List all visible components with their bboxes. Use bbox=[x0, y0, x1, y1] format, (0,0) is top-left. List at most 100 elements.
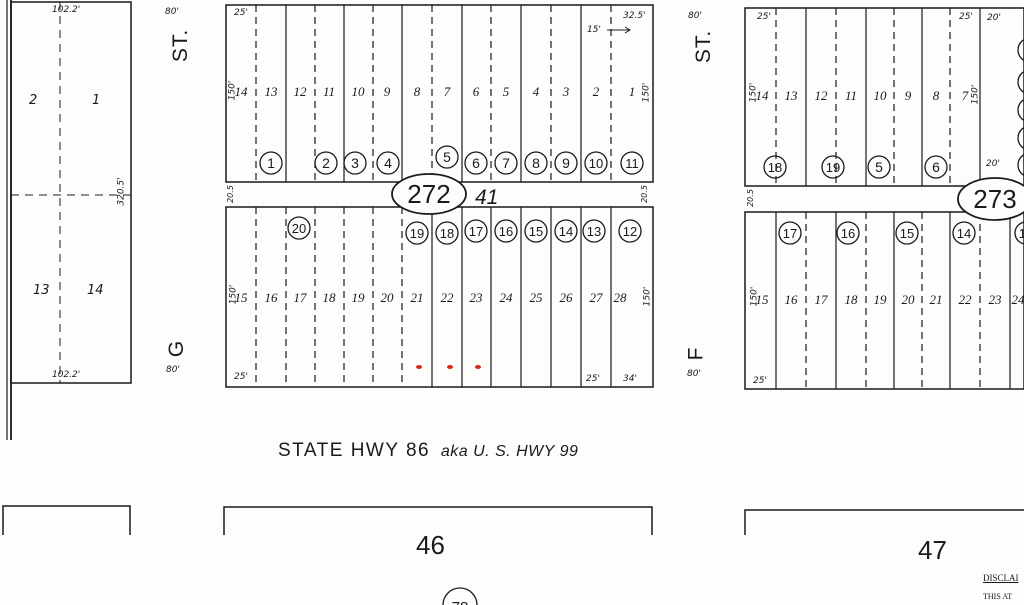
parcel-number: 14 bbox=[559, 224, 573, 239]
parcel-number: 4 bbox=[384, 155, 392, 171]
b273-dim-150-tl: 150' bbox=[748, 82, 759, 103]
parcel-number-circle bbox=[778, 221, 802, 245]
b272-dim-25-bottom: 25' bbox=[234, 372, 248, 382]
b272-dim-150-tr: 150' bbox=[641, 82, 652, 103]
block273-bottom-outline bbox=[744, 211, 1024, 390]
b273-dim-150-tr: 150' bbox=[970, 84, 981, 105]
parcel-number: 9 bbox=[562, 155, 570, 171]
lot-number: 24 bbox=[1012, 292, 1024, 307]
lot-number: 11 bbox=[323, 84, 335, 99]
lot-number: 19 bbox=[352, 290, 366, 305]
g-street-name: G bbox=[165, 339, 189, 358]
parcel-number-circle bbox=[524, 219, 548, 243]
parcel-number-circle bbox=[924, 155, 948, 179]
parcel-number-circle bbox=[821, 155, 845, 179]
parcel-number-circle bbox=[464, 151, 488, 175]
parcel-number-circle bbox=[763, 155, 787, 179]
page-oval-273 bbox=[957, 177, 1024, 221]
parcel-number: 1 bbox=[267, 155, 275, 171]
parcel-number: 20 bbox=[292, 221, 306, 236]
parcel-number: 18 bbox=[440, 226, 454, 241]
parcel-number: 6 bbox=[472, 155, 480, 171]
parcel-number-circle bbox=[554, 219, 578, 243]
lot-number: 7 bbox=[444, 84, 451, 99]
b272-dim-150-bl: 150' bbox=[228, 284, 239, 305]
lot-number: 8 bbox=[414, 84, 421, 99]
parcel-number: 19 bbox=[826, 160, 840, 175]
b273-dim-25a: 25' bbox=[757, 12, 771, 22]
parcel-number: 14 bbox=[957, 226, 971, 241]
lot-number: 10 bbox=[352, 84, 366, 99]
parcel-number-circle bbox=[435, 221, 459, 245]
g-street-width-bottom: 80' bbox=[166, 365, 180, 375]
left-lot-1: 1 bbox=[92, 93, 101, 108]
parcel-number-circle bbox=[494, 219, 518, 243]
block46-outline bbox=[2, 505, 131, 535]
b272-dim-150-br: 150' bbox=[642, 286, 653, 307]
parcel-circle-partial bbox=[1017, 153, 1024, 177]
parcel-number: 2 bbox=[322, 155, 330, 171]
left-lot-13: 13 bbox=[33, 283, 50, 298]
parcel-number: 15 bbox=[529, 224, 543, 239]
lot-number: 15 bbox=[235, 290, 249, 305]
lot-number: 14 bbox=[235, 84, 249, 99]
b273-dim-25-bottom: 25' bbox=[753, 376, 767, 386]
parcel-number-circle bbox=[584, 151, 608, 175]
highway-aka: aka U. S. HWY 99 bbox=[440, 443, 579, 460]
parcel-number-circle bbox=[343, 151, 367, 175]
lot-number: 8 bbox=[933, 88, 940, 103]
parcel-number: 5 bbox=[443, 149, 451, 165]
lot-number: 12 bbox=[294, 84, 308, 99]
disclaimer-line-2: THIS AT bbox=[983, 592, 1013, 601]
lot-number: 24 bbox=[500, 290, 514, 305]
lot-number: 26 bbox=[560, 290, 574, 305]
parcel-number-circle bbox=[620, 151, 644, 175]
parcel-number: 16 bbox=[499, 224, 513, 239]
lot-number: 17 bbox=[294, 290, 308, 305]
lot-number: 13 bbox=[785, 88, 799, 103]
b272-dim-25-br: 25' bbox=[586, 374, 600, 384]
disclaimer-line-1: DISCLAI bbox=[983, 573, 1019, 583]
b273-dim-25b: 25' bbox=[959, 12, 973, 22]
lot-number: 19 bbox=[874, 292, 888, 307]
lot-number: 17 bbox=[815, 292, 829, 307]
page-oval-272 bbox=[391, 173, 467, 215]
parcel-number: 7 bbox=[502, 155, 510, 171]
parcel-number: 8 bbox=[532, 155, 540, 171]
lot-number: 5 bbox=[503, 84, 510, 99]
red-mark bbox=[416, 365, 422, 369]
lot-number: 13 bbox=[265, 84, 279, 99]
parcel-number: 19 bbox=[410, 226, 424, 241]
g-street-st-label: ST. bbox=[169, 28, 193, 63]
parcel-number-circle bbox=[464, 219, 488, 243]
lot-number: 15 bbox=[756, 292, 770, 307]
parcel-number: 16 bbox=[841, 226, 855, 241]
red-mark bbox=[475, 365, 481, 369]
lot-number: 6 bbox=[473, 84, 480, 99]
b273-dim-20b: 20' bbox=[986, 159, 1000, 169]
left-dim-bottom: 102.2' bbox=[52, 370, 81, 380]
lot-number: 22 bbox=[441, 290, 455, 305]
b272-dim-34: 34' bbox=[623, 374, 637, 384]
lot-number: 3 bbox=[562, 84, 570, 99]
b272-dim-25-top: 25' bbox=[234, 8, 248, 18]
b273-dim-20a: 20' bbox=[987, 13, 1001, 23]
f-street-width-top: 80' bbox=[688, 11, 702, 21]
lot-number: 22 bbox=[959, 292, 973, 307]
block-number-46: 46 bbox=[416, 530, 445, 560]
lot-number: 23 bbox=[470, 290, 484, 305]
lot-number: 27 bbox=[590, 290, 604, 305]
parcel-number-circle bbox=[314, 151, 338, 175]
parcel-number-circle bbox=[494, 151, 518, 175]
parcel-circle-partial bbox=[1017, 98, 1024, 122]
parcel-number-circle bbox=[618, 219, 642, 243]
parcel-number-circle bbox=[287, 216, 311, 240]
parcel-number-circle bbox=[952, 221, 976, 245]
parcel-number-78: 78 bbox=[452, 599, 469, 605]
lot-number: 14 bbox=[756, 88, 770, 103]
parcel-number-circle bbox=[895, 221, 919, 245]
parcel-number-circle bbox=[435, 145, 459, 169]
b272-alley-width-right: 20.5 bbox=[639, 185, 649, 203]
highway-label: STATE HWY 86 aka U. S. HWY 99 bbox=[278, 441, 578, 460]
page-number-272: 272 bbox=[407, 179, 450, 209]
